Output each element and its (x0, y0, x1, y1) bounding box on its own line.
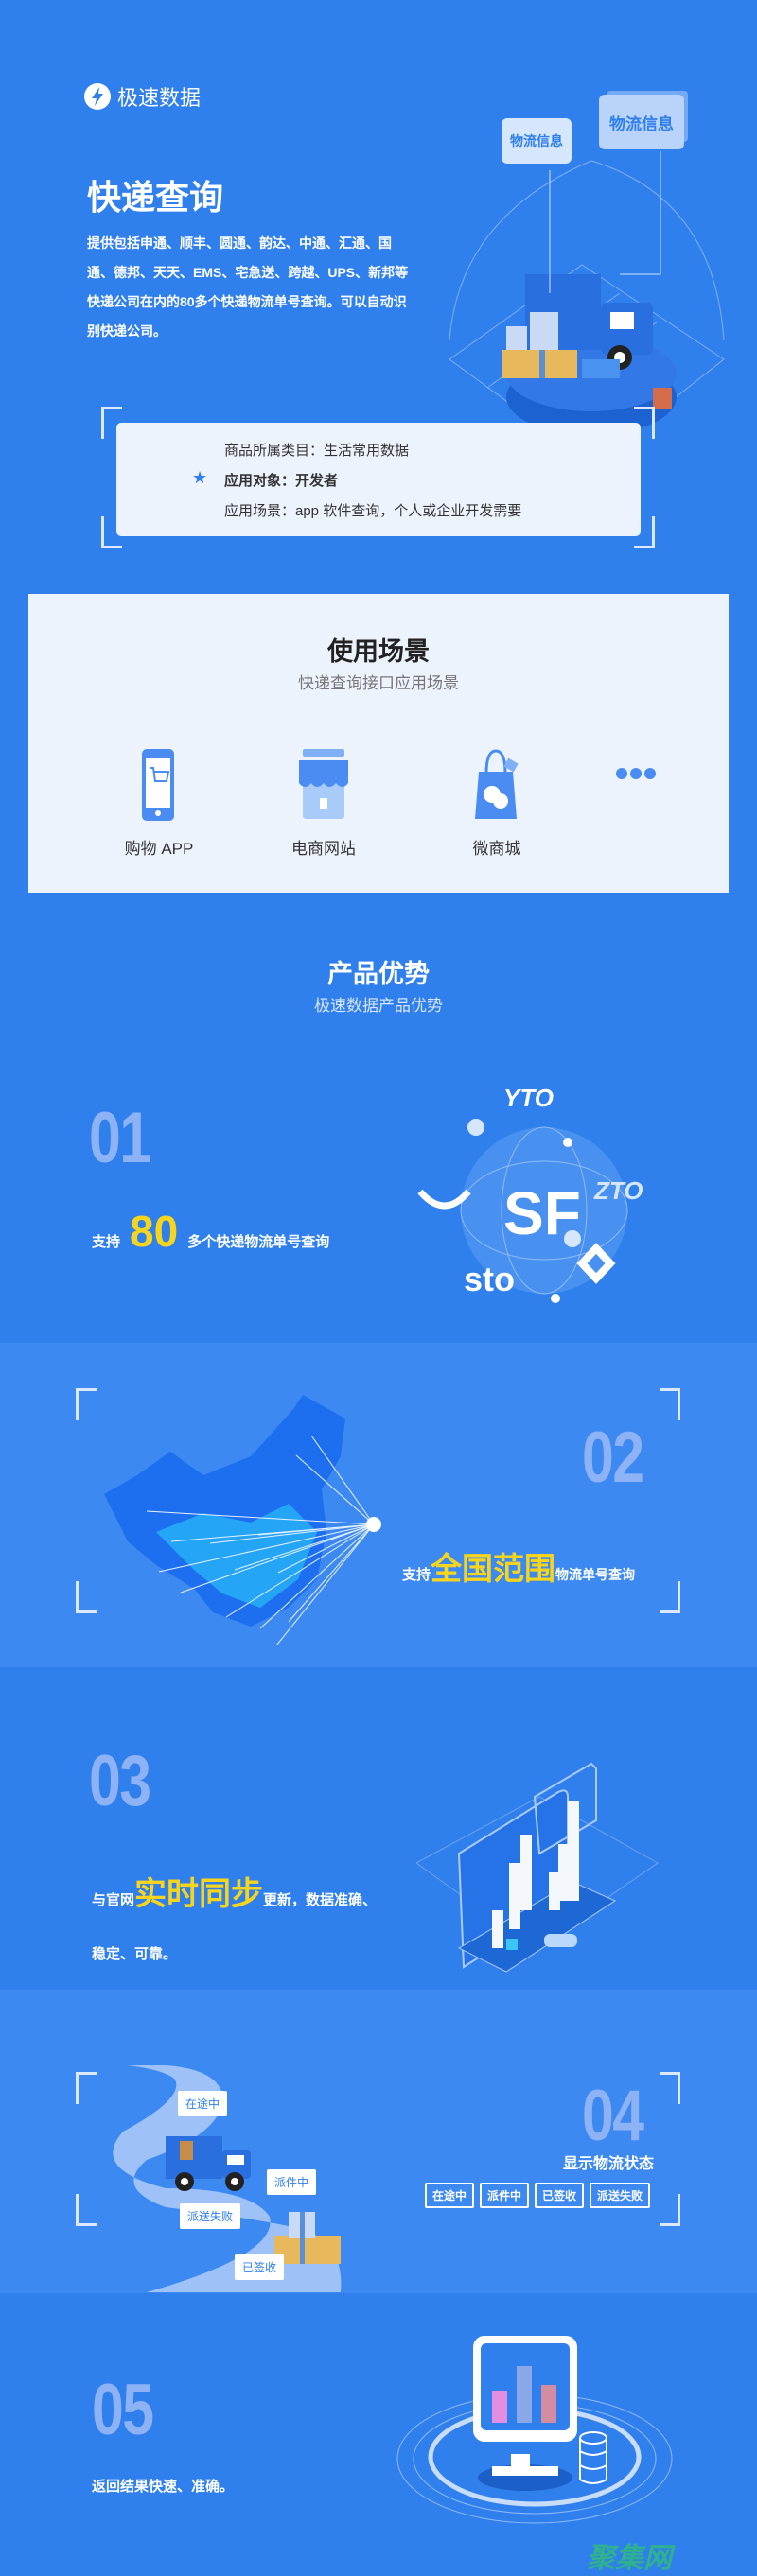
star-icon: ★ (192, 468, 208, 487)
delivery-road-illustration (113, 2065, 342, 2292)
usage-item-label: 电商网站 (291, 840, 356, 858)
logo-sf: SF (503, 1179, 581, 1247)
status-label-in-transit: 在途中 (178, 2091, 228, 2116)
china-map-illustration (104, 1395, 381, 1645)
usage-panel: 使用场景 快递查询接口应用场景 购物 APP 电商网站 微商城 (28, 594, 729, 893)
feature-4-title: 显示物流状态 (563, 2156, 655, 2172)
usage-subtitle: 快递查询接口应用场景 (298, 674, 459, 692)
feature-2-section: 02 支持全国范围物流单号查询 (0, 1343, 757, 1667)
logistics-info-bubble: 物流信息 (599, 95, 684, 149)
wechat-bag-icon (475, 749, 519, 819)
usage-title: 使用场景 (327, 637, 430, 666)
usage-item-label: 微商城 (472, 840, 521, 858)
feature-2-text: 支持全国范围物流单号查询 (402, 1551, 636, 1586)
status-label-delivering: 派件中 (267, 2169, 317, 2195)
logo-yto: YTO (503, 1084, 554, 1112)
phone-cart-icon (142, 749, 174, 821)
logo-sto: sto (464, 1260, 515, 1298)
info-box: 商品所属类目：生活常用数据 ★ 应用对象：开发者 应用场景：app 软件查询，个… (116, 423, 641, 536)
advantages-title: 产品优势 (327, 960, 430, 988)
watermark: 聚集网 (587, 2543, 672, 2574)
hero-description: 提供包括申通、顺丰、圆通、韵达、中通、汇通、国通、德邦、天天、EMS、宅急送、跨… (87, 235, 409, 339)
status-tag: 派送失败 (590, 2183, 651, 2208)
brand-logo: 极速数据 (83, 81, 201, 112)
feature-number: 01 (89, 1098, 151, 1178)
status-tag: 在途中 (425, 2183, 475, 2208)
feature-number: 04 (582, 2076, 644, 2156)
feature-3-text: 与官网实时同步更新，数据准确、 (92, 1876, 378, 1912)
usage-item-wechat-mall: 微商城 (431, 747, 563, 859)
status-label-failed: 派送失败 (180, 2203, 241, 2229)
data-dashboard-illustration (416, 1762, 659, 1973)
courier-logos-globe: YTO SF ZTO sto (417, 1084, 643, 1303)
feature-number: 02 (582, 1418, 644, 1498)
status-tag: 已签收 (535, 2183, 585, 2208)
audience-text: 应用对象：开发者 (224, 473, 339, 489)
status-tag: 派件中 (480, 2183, 530, 2208)
logistics-info-bubble: 物流信息 (502, 118, 572, 164)
lightning-icon (84, 83, 111, 110)
monitor-database-illustration (396, 2336, 673, 2524)
feature-5-text: 返回结果快速、准确。 (92, 2479, 235, 2495)
usage-item-shopping-app: 购物 APP (93, 747, 225, 859)
shop-icon (299, 749, 348, 819)
status-label-signed: 已签收 (235, 2254, 285, 2280)
usage-item-label: 购物 APP (124, 840, 194, 858)
brand-name: 极速数据 (117, 86, 202, 110)
status-tags: 在途中派件中已签收派送失败 (425, 2183, 651, 2208)
more-dots-icon[interactable] (615, 766, 657, 781)
feature-number: 03 (89, 1741, 151, 1821)
usage-item-more[interactable] (570, 766, 702, 786)
feature-4-section: 在途中 派件中 派送失败 已签收 04 显示物流状态 在途中派件中已签收派送失败 (0, 1990, 757, 2293)
hero-title: 快递查询 (87, 178, 224, 217)
scenario-text: 应用场景：app 软件查询，个人或企业开发需要 (224, 503, 522, 519)
advantages-subtitle: 极速数据产品优势 (314, 997, 443, 1015)
usage-item-ecommerce-site: 电商网站 (257, 747, 390, 859)
feature-number: 05 (92, 2370, 154, 2450)
logo-zto: ZTO (593, 1176, 643, 1205)
feature-3-text-line2: 稳定、可靠。 (92, 1946, 178, 1962)
delivery-truck-illustration (449, 151, 725, 464)
category-text: 商品所属类目：生活常用数据 (224, 443, 410, 459)
